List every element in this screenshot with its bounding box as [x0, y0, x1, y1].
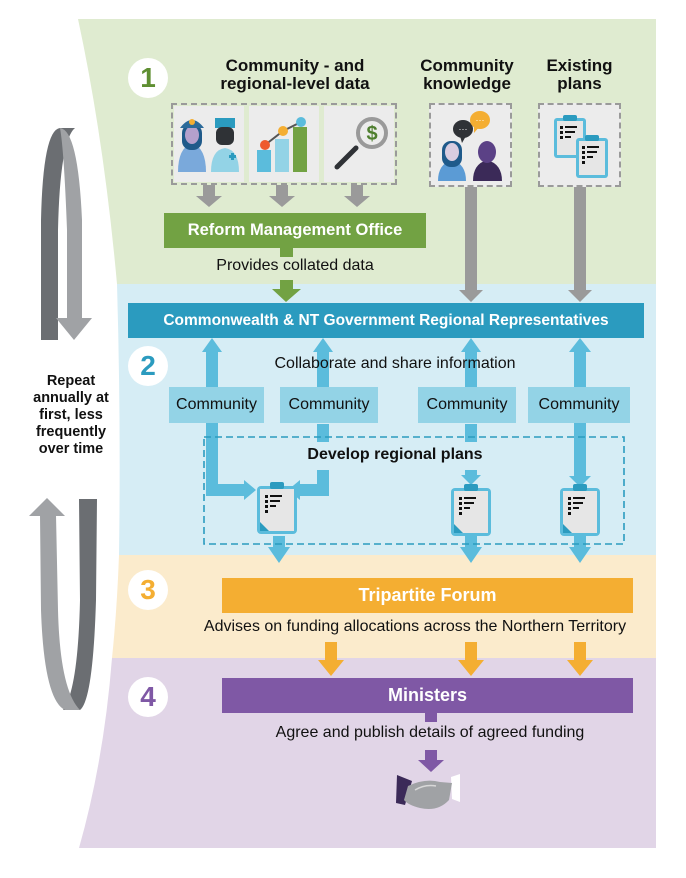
heading-line: Existing	[546, 56, 613, 75]
heading-line: knowledge	[423, 74, 511, 93]
office-caption: Provides collated data	[216, 257, 374, 274]
community-box: Community	[528, 387, 630, 423]
cycle-label-line: frequently	[35, 424, 107, 440]
arrow-ministers-to-agreement	[418, 712, 444, 772]
source-data-heading: Community - and regional-level data	[190, 57, 400, 93]
cycle-label-line: annually at	[33, 390, 109, 406]
bar-chart-icon	[257, 117, 307, 172]
arrow-knowledge-to-reps	[459, 187, 483, 302]
people-talking-icon: ··· ···	[438, 111, 502, 181]
svg-text:···: ···	[459, 124, 468, 134]
develop-plans-box	[203, 436, 625, 545]
cycle-label-line: over time	[38, 441, 104, 457]
collaborate-caption: Collaborate and share information	[274, 355, 516, 372]
develop-plans-label: Develop regional plans	[307, 446, 483, 463]
heading-line: plans	[557, 74, 602, 93]
arrow-office-to-reps	[272, 248, 301, 302]
step-2-number: 2	[128, 346, 168, 386]
ministers: Ministers	[222, 678, 633, 713]
regional-plan-icon	[560, 484, 600, 536]
cycle-label-line: Repeat	[46, 373, 96, 389]
arrow-data-to-office	[196, 185, 370, 207]
reform-management-office: Reform Management Office	[164, 213, 426, 248]
cycle-label: Repeat annually at first, less frequentl…	[24, 373, 118, 458]
regional-plan-icon	[257, 482, 297, 534]
step-1-number: 1	[128, 58, 168, 98]
community-box: Community	[169, 387, 264, 423]
community-box: Community	[280, 387, 378, 423]
magnifier-dollar-icon: $	[334, 117, 388, 170]
regional-representatives: Commonwealth & NT Government Regional Re…	[128, 303, 644, 338]
step-3-number: 3	[128, 570, 168, 610]
cycle-arrow-bottom	[29, 498, 97, 710]
heading-line: Community - and	[225, 56, 365, 75]
heading-line: Community	[420, 56, 514, 75]
community-box: Community	[418, 387, 516, 423]
police-and-nurse-icon	[178, 118, 239, 172]
arrow-forum-to-ministers	[318, 642, 593, 676]
svg-text:···: ···	[476, 115, 485, 125]
forum-caption: Advises on funding allocations across th…	[203, 618, 627, 635]
tripartite-forum: Tripartite Forum	[222, 578, 633, 613]
regional-plan-icon	[451, 484, 491, 536]
step-4-number: 4	[128, 677, 168, 717]
arrow-plans-to-reps	[568, 187, 592, 302]
plans-clipboard-icon	[554, 115, 608, 178]
source-plans-heading: Existing plans	[532, 57, 627, 93]
svg-text:$: $	[366, 123, 377, 145]
heading-line: regional-level data	[220, 74, 370, 93]
ministers-caption: Agree and publish details of agreed fund…	[275, 724, 585, 741]
source-knowledge-heading: Community knowledge	[412, 57, 522, 93]
handshake-icon	[396, 774, 460, 809]
cycle-arrow-top	[41, 128, 92, 340]
cycle-label-line: first, less	[39, 407, 103, 423]
